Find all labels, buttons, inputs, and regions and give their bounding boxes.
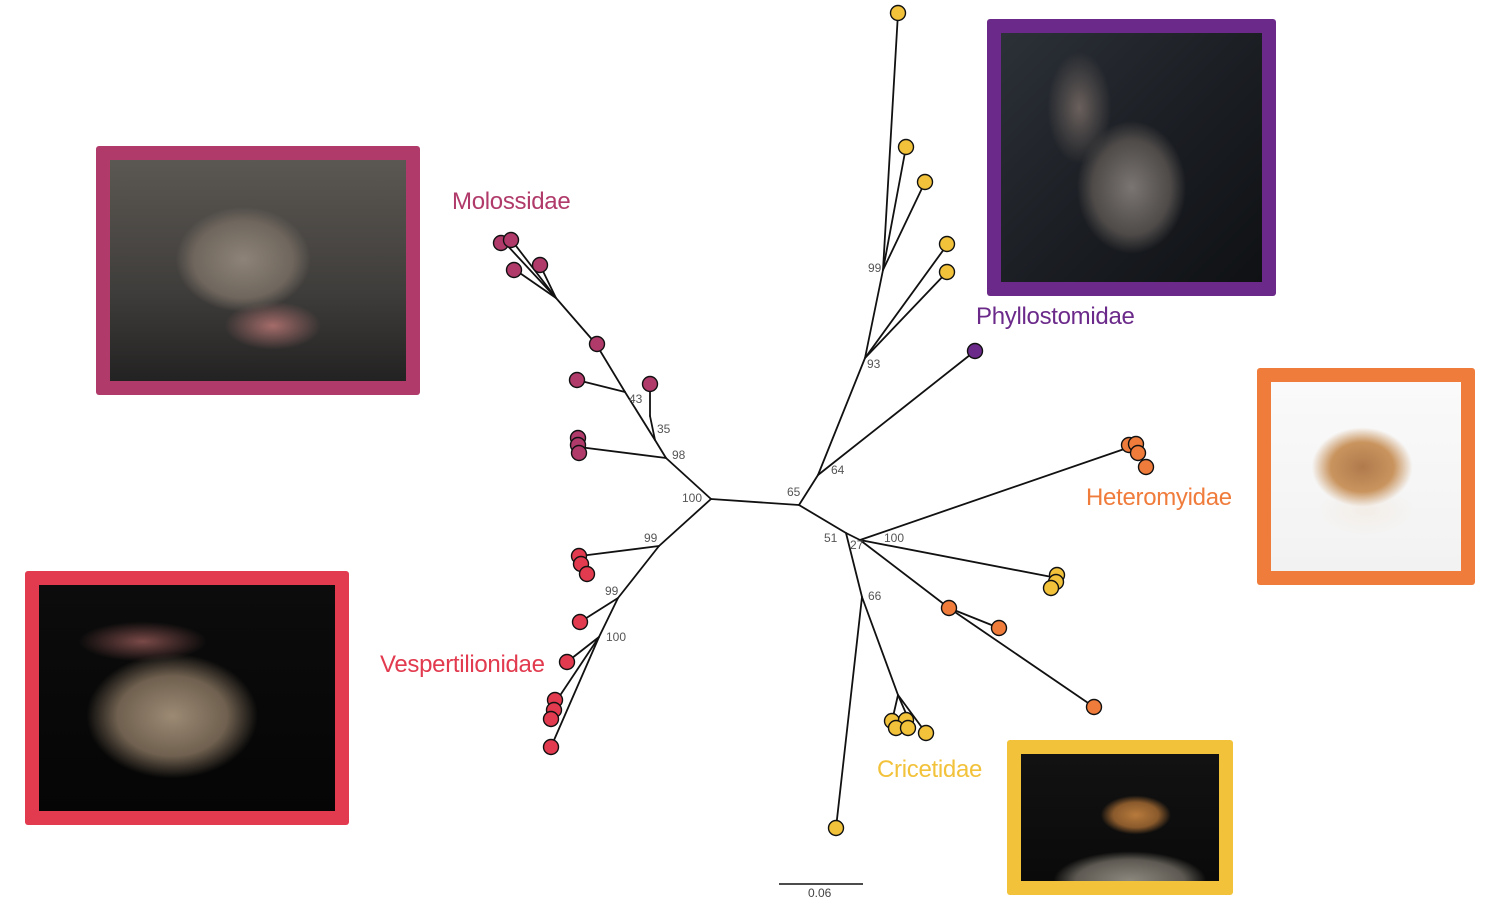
tip-node-molossidae: [505, 261, 523, 279]
tree-branch: [598, 597, 619, 638]
tree-branch: [817, 350, 976, 476]
tree-branch: [864, 269, 884, 359]
tree-branch: [882, 181, 926, 271]
tip-node-vespertilionidae: [571, 613, 589, 631]
cricetidae-deer-mouse-photo: [1021, 754, 1219, 881]
tree-branches: [504, 12, 1147, 829]
tip-node-cricetidae: [938, 235, 956, 253]
cricetidae-photo-frame: [1007, 740, 1233, 895]
tip-node-molossidae: [588, 335, 606, 353]
tree-branch: [845, 532, 861, 541]
family-label-heteromyidae: Heteromyidae: [1086, 484, 1232, 511]
bootstrap-value: 65: [787, 485, 801, 499]
tree-branch: [504, 242, 557, 299]
tip-node-cricetidae: [938, 263, 956, 281]
tree-branch: [576, 379, 626, 393]
tree-branch: [835, 596, 863, 829]
tip-node-molossidae: [531, 256, 549, 274]
tree-branch: [798, 474, 819, 506]
tip-node-molossidae: [502, 231, 520, 249]
bootstrap-value: 66: [868, 589, 882, 603]
family-label-molossidae: Molossidae: [452, 188, 571, 215]
tree-tips: [492, 4, 1155, 837]
tree-branch: [578, 446, 667, 459]
tree-branch: [624, 391, 656, 441]
tree-branch: [658, 498, 712, 547]
tree-branch: [882, 146, 907, 271]
tree-branch: [948, 607, 1000, 629]
tree-branch: [617, 545, 660, 599]
bootstrap-value: 51: [824, 531, 838, 545]
tip-node-molossidae: [641, 375, 659, 393]
tip-node-cricetidae: [899, 719, 917, 737]
tree-branch: [845, 532, 863, 598]
tip-node-cricetidae: [827, 819, 845, 837]
tree-branch: [798, 504, 847, 534]
tree-branch: [859, 539, 1058, 579]
bootstrap-value: 98: [672, 448, 686, 462]
tip-node-cricetidae: [1042, 579, 1060, 597]
tree-branch: [595, 343, 626, 393]
phyllostomidae-photo-frame: [987, 19, 1276, 296]
tip-node-molossidae: [570, 444, 588, 462]
scale-bar-label: 0.06: [808, 886, 832, 900]
bootstrap-value: 99: [868, 261, 882, 275]
tip-node-cricetidae: [916, 173, 934, 191]
heteromyidae-kangaroo-rat-photo: [1271, 382, 1461, 571]
tip-node-phyllostomidae: [966, 342, 984, 360]
phyllostomidae-bat-photo: [1001, 33, 1262, 282]
tree-branch: [882, 12, 899, 271]
molossidae-bat-photo: [110, 160, 406, 381]
bootstrap-value: 100: [682, 491, 702, 505]
tree-branch: [864, 244, 948, 359]
vespertilionidae-photo-frame: [25, 571, 349, 825]
tip-node-cricetidae: [889, 4, 907, 22]
tip-node-vespertilionidae: [542, 738, 560, 756]
bootstrap-value: 93: [867, 357, 881, 371]
tip-node-heteromyidae: [990, 619, 1008, 637]
bootstrap-value: 100: [884, 531, 904, 545]
tree-branch: [817, 357, 866, 476]
bootstrap-value: 27: [850, 538, 864, 552]
tree-branch: [556, 636, 600, 701]
tip-node-molossidae: [568, 371, 586, 389]
tree-branch: [948, 607, 1095, 708]
tip-node-vespertilionidae: [558, 653, 576, 671]
bootstrap-value: 35: [657, 422, 671, 436]
tip-node-heteromyidae: [1085, 698, 1103, 716]
tree-branch: [859, 539, 950, 609]
vespertilionidae-bat-photo: [39, 585, 335, 811]
tree-branch: [579, 545, 660, 557]
bootstrap-value: 99: [605, 584, 619, 598]
bootstrap-value: 43: [629, 392, 643, 406]
tree-branch: [665, 457, 712, 500]
bootstrap-value: 100: [606, 630, 626, 644]
tree-branch: [649, 415, 656, 441]
tree-branch: [710, 498, 800, 506]
tip-node-vespertilionidae: [542, 710, 560, 728]
tree-branch: [861, 596, 899, 696]
tree-branch: [864, 271, 948, 359]
bootstrap-value: 64: [831, 463, 845, 477]
tip-node-heteromyidae: [1129, 444, 1147, 462]
family-label-phyllostomidae: Phyllostomidae: [976, 303, 1135, 330]
tip-node-cricetidae: [917, 724, 935, 742]
bootstrap-value: 99: [644, 531, 658, 545]
tip-node-heteromyidae: [940, 599, 958, 617]
family-label-cricetidae: Cricetidae: [877, 756, 983, 783]
family-label-vespertilionidae: Vespertilionidae: [380, 651, 545, 678]
tip-node-cricetidae: [897, 138, 915, 156]
tree-branch: [555, 297, 597, 345]
tree-branch: [550, 636, 600, 748]
heteromyidae-photo-frame: [1257, 368, 1475, 585]
molossidae-photo-frame: [96, 146, 420, 395]
tree-branch: [654, 439, 667, 459]
tree-branch: [859, 445, 1134, 541]
tip-node-vespertilionidae: [578, 565, 596, 583]
tip-node-heteromyidae: [1137, 458, 1155, 476]
